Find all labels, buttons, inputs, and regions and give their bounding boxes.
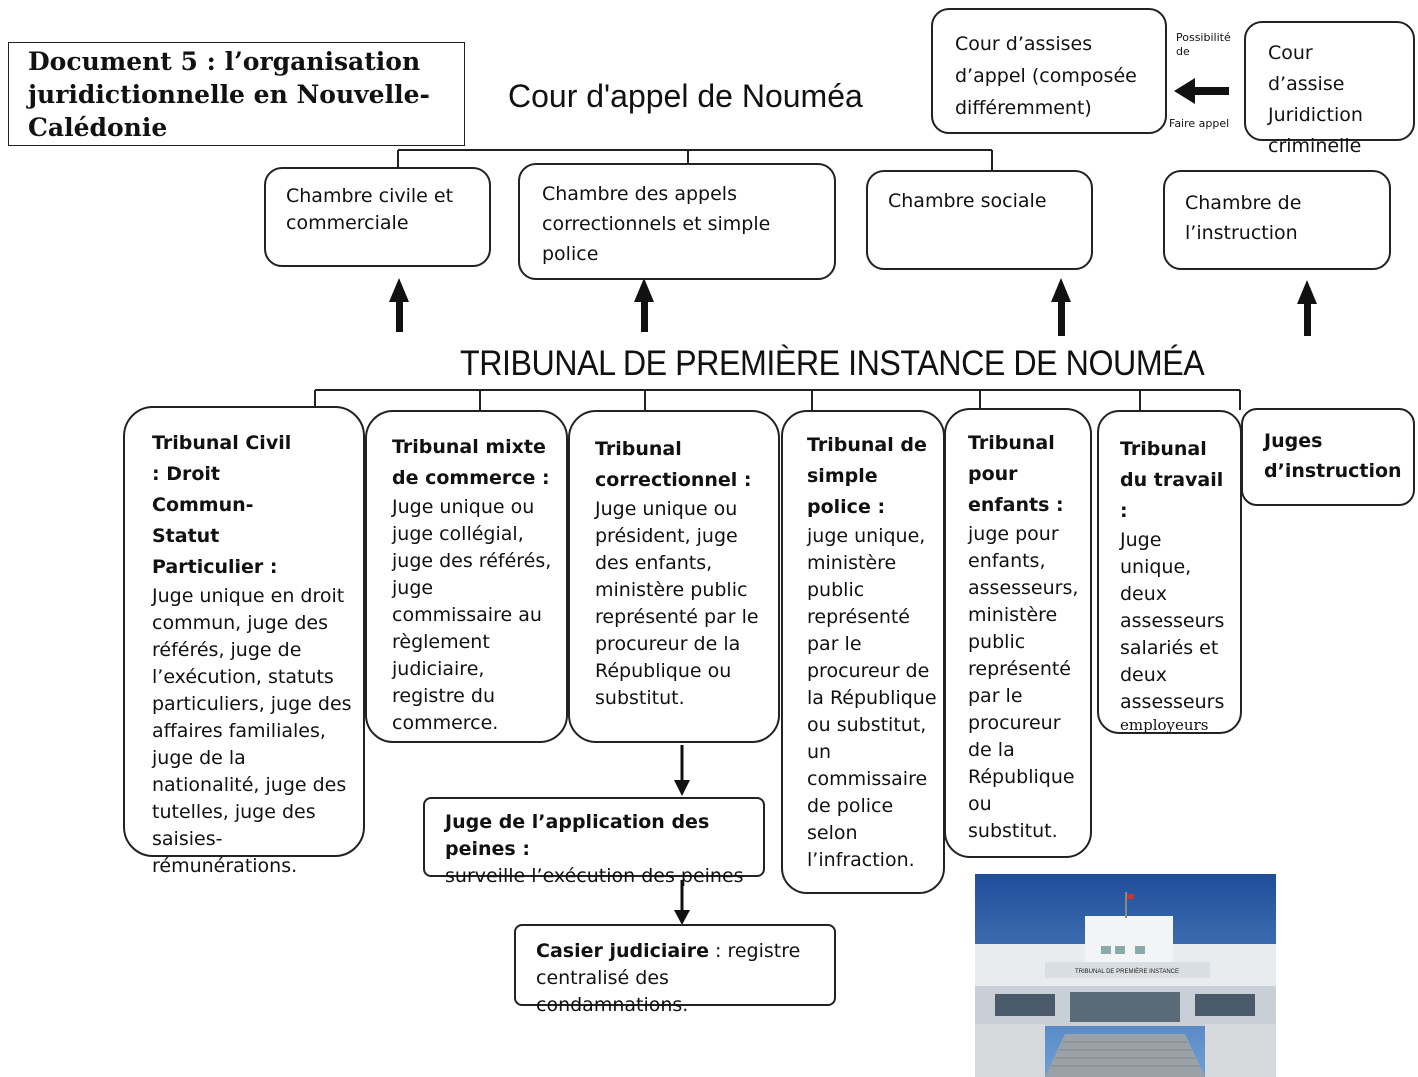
juge-application-peines: Juge de l’application des peines : surve…: [423, 797, 765, 887]
tribunal-commerce-name: Tribunal mixte de commerce :: [392, 436, 550, 489]
chambre-appels-label: Chambre des appels correctionnels et sim…: [542, 183, 771, 265]
jap-name: Juge de l’application des peines :: [445, 811, 710, 860]
cour-appel-heading: Cour d'appel de Nouméa: [508, 78, 863, 114]
tribunal-travail-name: Tribunal du travail :: [1120, 438, 1224, 522]
jap-desc: surveille l’exécution des peines: [445, 865, 744, 887]
up-arrow-3: [1051, 278, 1071, 336]
tribunal-correctionnel-desc: Juge unique ou président, juge des enfan…: [595, 498, 759, 709]
possibilite-label: Possibilité de: [1176, 31, 1231, 58]
tribunal-correctionnel-name: Tribunal correctionnel :: [595, 438, 752, 491]
tribunal-simple-police: Tribunal de simple police : juge unique,…: [781, 410, 945, 894]
tribunal-commerce-desc: Juge unique ou juge collégial, juge des …: [392, 496, 552, 734]
chambre-civile: Chambre civile et commerciale: [264, 167, 491, 267]
courthouse-photo: TRIBUNAL DE PREMIÈRE INSTANCE: [975, 874, 1276, 1077]
left-arrow: [1174, 78, 1229, 104]
cour-assise-criminelle-label: Cour d’assise Juridiction criminelle: [1268, 42, 1363, 157]
tpi-heading: TRIBUNAL DE PREMIÈRE INSTANCE DE NOUMÉA: [460, 344, 1205, 383]
tribunal-enfants-name: Tribunal pour enfants :: [968, 432, 1064, 516]
up-arrow-2: [634, 278, 654, 332]
chambre-appels-correctionnels: Chambre des appels correctionnels et sim…: [518, 163, 836, 280]
casier-judiciaire: Casier judiciaire : registre centralisé …: [514, 924, 836, 1016]
cour-assises-appel: Cour d’assises d’appel (composée différe…: [931, 8, 1167, 134]
faire-appel-label: Faire appel: [1169, 117, 1230, 130]
casier-desc: : registre centralisé des condamnations.: [536, 940, 801, 1016]
tribunal-simple-police-name: Tribunal de simple police :: [807, 434, 927, 518]
tribunal-travail-desc: Juge unique, deux assesseurs salariés et…: [1120, 529, 1225, 713]
juges-instruction-name: Juges d’instruction: [1264, 430, 1402, 482]
tribunal-correctionnel: Tribunal correctionnel : Juge unique ou …: [568, 410, 780, 743]
tribunal-civil: Tribunal Civil : Droit Commun-Statut Par…: [123, 406, 365, 877]
chambre-instruction: Chambre de l’instruction: [1163, 170, 1391, 270]
photo-sign: TRIBUNAL DE PREMIÈRE INSTANCE: [1075, 968, 1179, 975]
up-arrow-1: [389, 278, 409, 332]
chambre-civile-label: Chambre civile et commerciale: [286, 185, 454, 234]
chambre-instruction-label: Chambre de l’instruction: [1185, 192, 1302, 244]
tribunal-simple-police-desc: juge unique, ministère public représenté…: [807, 525, 937, 871]
tribunal-travail: Tribunal du travail : Juge unique, deux …: [1097, 410, 1242, 734]
chambre-sociale: Chambre sociale: [866, 170, 1093, 270]
cour-assise-criminelle: Cour d’assise Juridiction criminelle: [1244, 21, 1415, 157]
tribunal-commerce: Tribunal mixte de commerce : Juge unique…: [365, 410, 568, 743]
document-title: Document 5 : l’organisation juridictionn…: [8, 42, 465, 146]
tribunal-civil-desc: Juge unique en droit commun, juge des ré…: [152, 585, 352, 877]
juges-instruction: Juges d’instruction: [1241, 408, 1415, 506]
chambre-sociale-label: Chambre sociale: [888, 190, 1047, 212]
tribunal-enfants: Tribunal pour enfants : juge pour enfant…: [944, 408, 1092, 858]
tribunal-travail-extra: employeurs: [1120, 716, 1209, 734]
cour-assises-appel-label: Cour d’assises d’appel (composée différe…: [955, 33, 1137, 119]
casier-name: Casier judiciaire: [536, 940, 709, 962]
tribunal-enfants-desc: juge pour enfants, assesseurs, ministère…: [968, 523, 1079, 842]
up-arrow-4: [1297, 280, 1317, 336]
tribunal-civil-name: Tribunal Civil : Droit Commun-Statut Par…: [152, 432, 292, 578]
